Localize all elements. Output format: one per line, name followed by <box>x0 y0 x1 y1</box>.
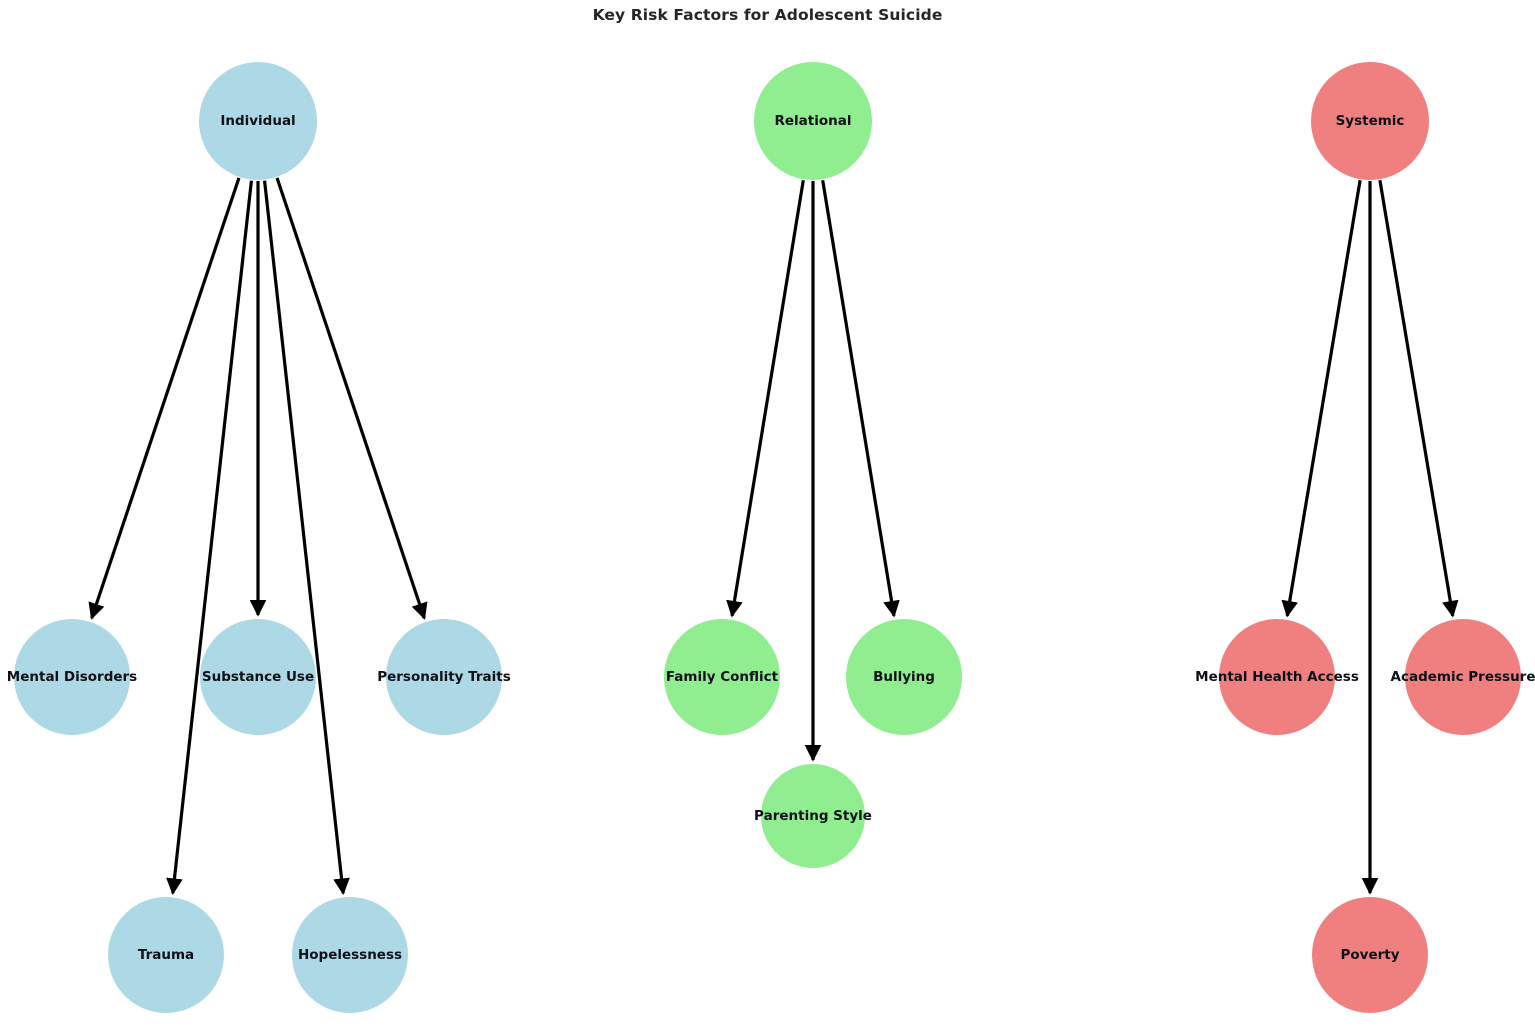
edge-relational-to-family-conflict <box>726 179 805 618</box>
node-parenting-style[interactable] <box>761 764 865 868</box>
edge-individual-to-personality-traits <box>275 177 428 620</box>
node-personality-traits[interactable] <box>386 619 502 735</box>
node-relational[interactable] <box>754 62 872 180</box>
edge-systemic-to-academic-pressure <box>1378 179 1459 618</box>
edge-individual-to-hopelessness <box>262 180 350 896</box>
edge-systemic-to-mental-health-access <box>1281 179 1362 618</box>
edges-layer <box>88 177 1459 896</box>
node-academic-pressure[interactable] <box>1405 619 1521 735</box>
node-mental-health-access[interactable] <box>1219 619 1335 735</box>
node-systemic[interactable] <box>1311 62 1429 180</box>
node-bullying[interactable] <box>846 619 962 735</box>
edge-individual-to-mental-disorders <box>88 177 241 620</box>
edge-individual-to-trauma <box>166 180 254 896</box>
node-family-conflict[interactable] <box>664 619 780 735</box>
node-substance-use[interactable] <box>200 619 316 735</box>
node-trauma[interactable] <box>108 897 224 1013</box>
page-title: Key Risk Factors for Adolescent Suicide <box>592 6 943 24</box>
node-mental-disorders[interactable] <box>14 619 130 735</box>
nodes-layer <box>14 62 1521 1013</box>
node-poverty[interactable] <box>1312 897 1428 1013</box>
node-individual[interactable] <box>199 62 317 180</box>
edge-relational-to-bullying <box>821 179 900 618</box>
node-hopelessness[interactable] <box>292 897 408 1013</box>
